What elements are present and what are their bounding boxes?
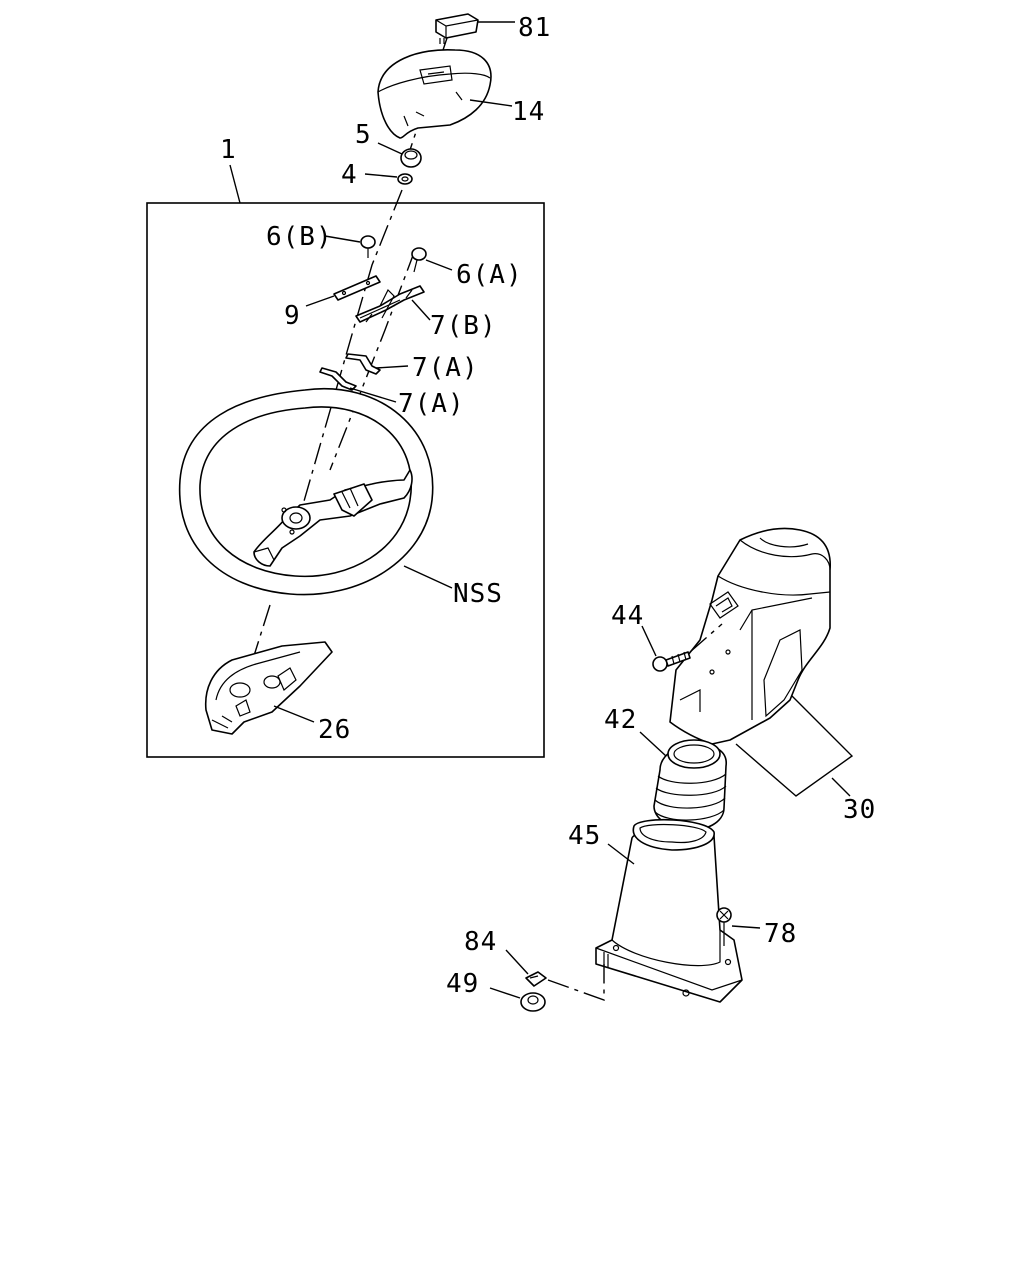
leader-14 [469, 99, 513, 107]
leader-44 [641, 625, 657, 657]
callout-84: 84 [464, 927, 497, 957]
part-6a-screw [411, 247, 427, 273]
part-5-nut [400, 148, 422, 168]
leader-84 [505, 949, 529, 975]
leader-7b [411, 299, 431, 321]
part-7a-lower-clip [319, 367, 357, 391]
leader-42 [639, 731, 667, 757]
axis-84 [547, 964, 605, 1001]
part-nss-steering-wheel [178, 387, 434, 596]
part-42-bellows-boot [653, 739, 727, 832]
assembly-frame [146, 202, 545, 758]
leader-5 [377, 142, 403, 155]
callout-6b: 6(B) [266, 222, 333, 252]
leader-nss [403, 565, 453, 589]
leader-1 [229, 164, 241, 204]
callout-42: 42 [604, 705, 637, 735]
part-14-column-cover [377, 49, 492, 139]
callout-5: 5 [355, 120, 372, 150]
callout-7a-1: 7(A) [412, 353, 479, 383]
leader-7a-1 [375, 365, 409, 369]
callout-7b: 7(B) [430, 311, 497, 341]
part-44-screw [652, 651, 691, 672]
leader-4 [364, 173, 398, 178]
leader-78 [731, 925, 761, 929]
part-84-clip-nut [525, 971, 547, 987]
callout-49: 49 [446, 969, 479, 999]
leader-6a [425, 259, 453, 271]
callout-45: 45 [568, 821, 601, 851]
leader-9 [305, 295, 335, 307]
leader-45 [607, 843, 635, 865]
part-81-connector [435, 13, 479, 44]
part-6b-screw [360, 235, 376, 258]
leader-7a-2 [349, 387, 397, 403]
part-78-bolt [716, 907, 732, 946]
part-30-column-housing [669, 527, 831, 745]
callout-78: 78 [764, 919, 797, 949]
callout-26: 26 [318, 715, 351, 745]
part-7a-upper-clip [345, 353, 381, 375]
callout-14: 14 [512, 97, 545, 127]
leader-49 [489, 987, 521, 999]
callout-44: 44 [611, 601, 644, 631]
leader-30 [735, 695, 854, 797]
callout-nss: NSS [453, 579, 503, 609]
callout-7a-2: 7(A) [398, 389, 465, 419]
part-45-column-base [595, 818, 743, 1003]
callout-81: 81 [518, 13, 551, 43]
part-26-horn-pad [204, 641, 333, 735]
axis-44 [689, 623, 723, 653]
leader-26 [273, 705, 315, 723]
callout-4: 4 [341, 160, 358, 190]
assembly-axis-secondary [329, 249, 416, 471]
leader-6b [324, 235, 361, 243]
callout-6a: 6(A) [456, 260, 523, 290]
part-7b-bracket [355, 285, 425, 323]
part-49-flange-nut [520, 992, 546, 1012]
part-9-plate [333, 275, 381, 301]
callout-30: 30 [843, 795, 876, 825]
callout-1: 1 [220, 135, 237, 165]
callout-9: 9 [284, 301, 301, 331]
part-4-washer [397, 173, 413, 185]
